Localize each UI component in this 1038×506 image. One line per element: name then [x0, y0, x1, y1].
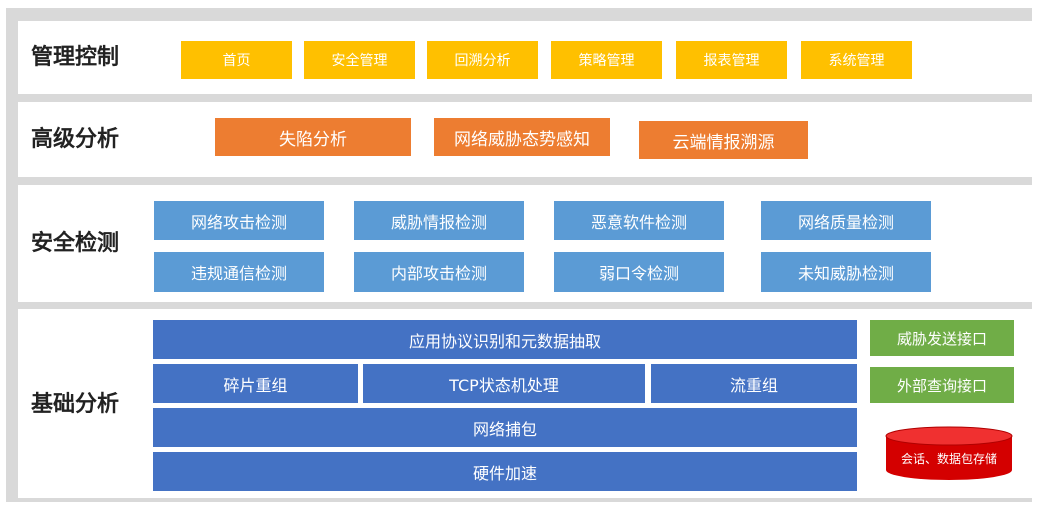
report-management-box: 报表管理 [676, 41, 787, 79]
protocol-metadata-extraction-box: 应用协议识别和元数据抽取 [153, 320, 857, 359]
database-icon [885, 426, 1013, 480]
home-box: 首页 [181, 41, 292, 79]
cloud-intel-tracing-box: 云端情报溯源 [639, 121, 808, 159]
hardware-acceleration-box: 硬件加速 [153, 452, 857, 491]
policy-management-box: 策略管理 [551, 41, 662, 79]
threat-send-interface-box: 威胁发送接口 [870, 320, 1014, 356]
management-layer-title: 管理控制 [31, 45, 120, 70]
external-query-interface-box: 外部查询接口 [870, 367, 1014, 403]
advanced-layer: 高级分析 失陷分析 网络威胁态势感知 云端情报溯源 [18, 102, 1032, 177]
fragment-reassembly-box: 碎片重组 [153, 364, 358, 403]
basic-layer: 基础分析 应用协议识别和元数据抽取 碎片重组 TCP状态机处理 流重组 网络捕包… [18, 309, 1032, 498]
management-layer: 管理控制 首页 安全管理 回溯分析 策略管理 报表管理 系统管理 [18, 21, 1032, 94]
stream-reassembly-box: 流重组 [651, 364, 857, 403]
malware-detection-box: 恶意软件检测 [554, 201, 724, 240]
storage-label: 会话、数据包存储 [900, 452, 997, 466]
threat-intel-detection-box: 威胁情报检测 [354, 201, 524, 240]
security-management-box: 安全管理 [304, 41, 415, 79]
tcp-state-machine-box: TCP状态机处理 [363, 364, 645, 403]
threat-situation-awareness-box: 网络威胁态势感知 [434, 118, 610, 156]
illegal-communication-detection-box: 违规通信检测 [154, 252, 324, 292]
system-management-box: 系统管理 [801, 41, 912, 79]
advanced-layer-title: 高级分析 [31, 127, 120, 152]
network-quality-detection-box: 网络质量检测 [761, 201, 931, 240]
security-layer-title: 安全检测 [31, 231, 120, 256]
compromise-analysis-box: 失陷分析 [215, 118, 411, 156]
unknown-threat-detection-box: 未知威胁检测 [761, 252, 931, 292]
weak-password-detection-box: 弱口令检测 [554, 252, 724, 292]
session-packet-storage-cylinder: 会话、数据包存储 [884, 426, 1014, 482]
internal-attack-detection-box: 内部攻击检测 [354, 252, 524, 292]
packet-capture-box: 网络捕包 [153, 408, 857, 447]
backtrace-analysis-box: 回溯分析 [427, 41, 538, 79]
basic-layer-title: 基础分析 [31, 392, 120, 417]
security-layer: 安全检测 网络攻击检测 威胁情报检测 恶意软件检测 网络质量检测 违规通信检测 … [18, 185, 1032, 302]
network-attack-detection-box: 网络攻击检测 [154, 201, 324, 240]
